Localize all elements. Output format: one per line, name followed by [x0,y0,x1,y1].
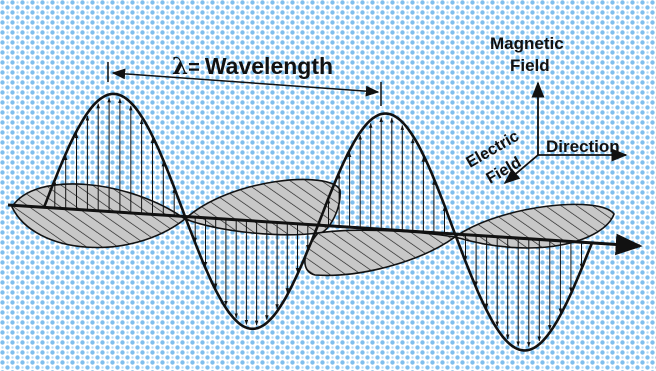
magnetic-field-wave [42,92,594,352]
direction-label: Direction [546,137,620,156]
magnetic-lobe-3 [316,112,457,235]
magnetic-lobe-2 [183,216,320,331]
wavelength-label: λ=Wavelength [172,53,333,80]
magnetic-lobe-4 [453,233,594,352]
propagation-axis [7,203,643,256]
magnetic-lobe-1 [42,92,187,217]
axes-indicator [503,81,628,185]
electric-lobe-3 [304,229,458,277]
wavelength-indicator [107,62,382,106]
magnetic-field-label-line1: Magnetic [490,34,564,53]
magnetic-field-label-line2: Field [510,56,550,75]
